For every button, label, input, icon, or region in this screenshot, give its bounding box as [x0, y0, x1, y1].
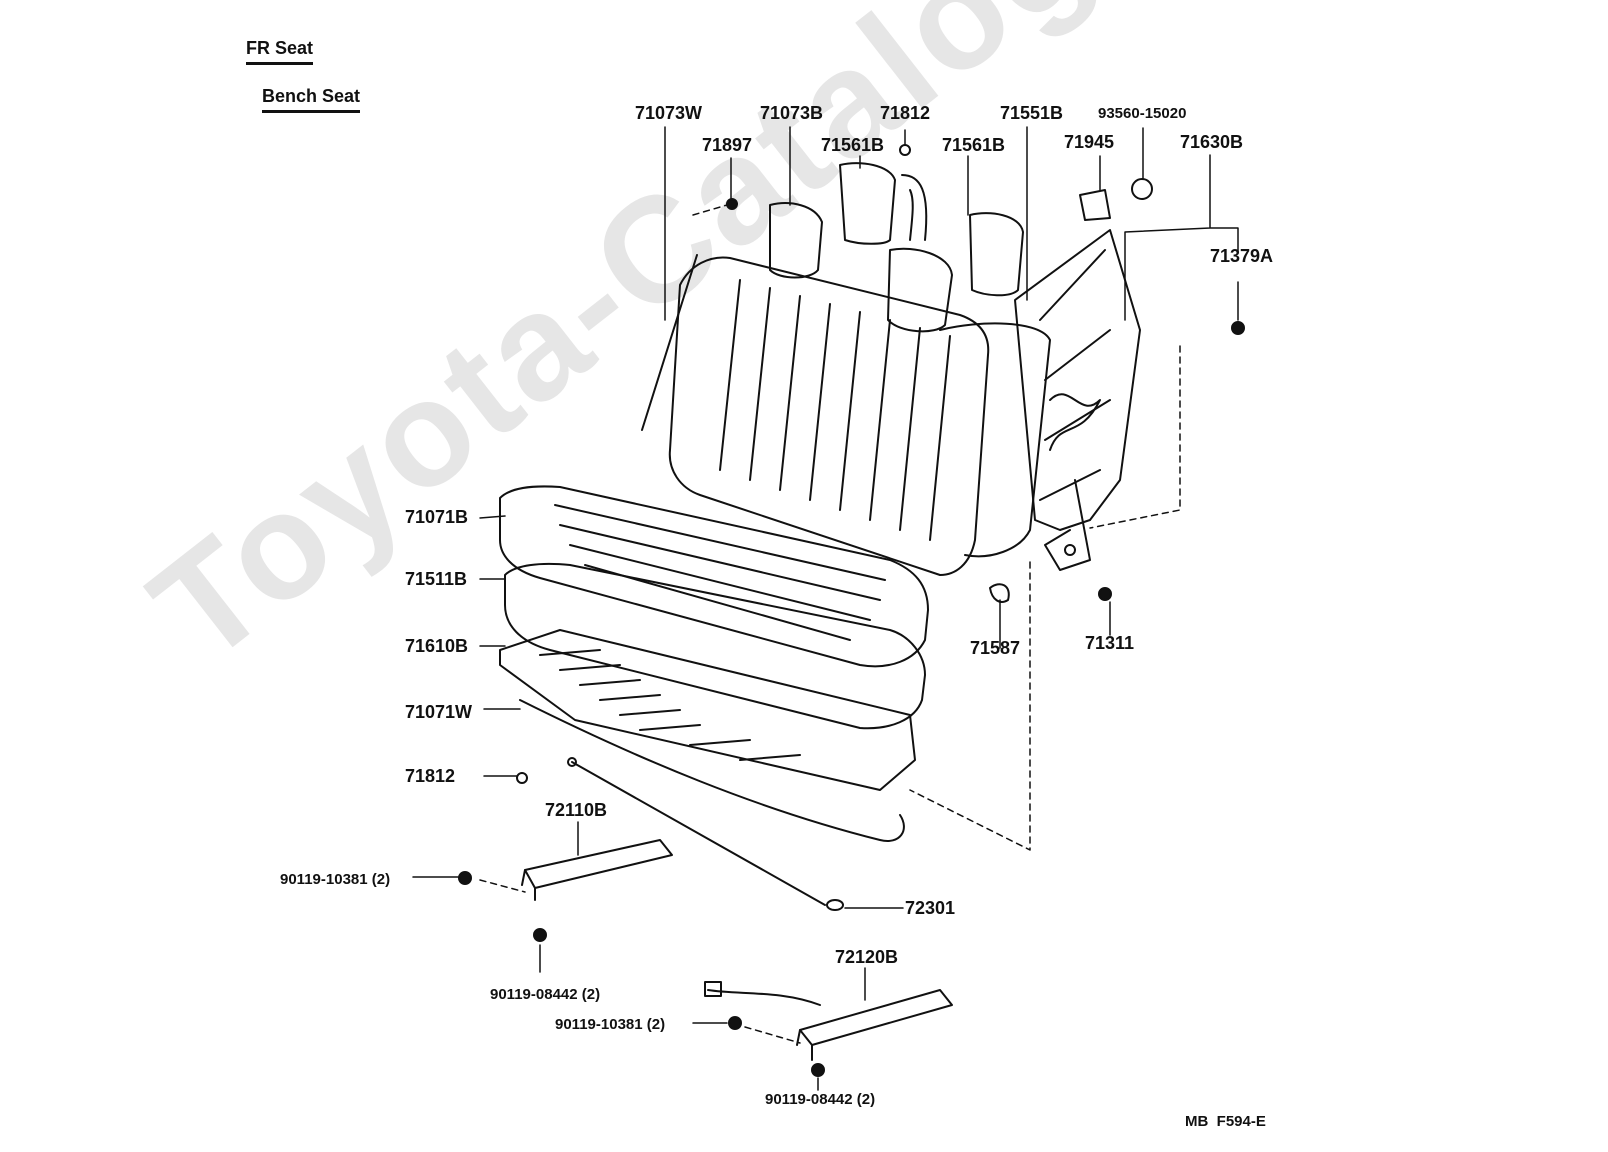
leader-lines — [412, 126, 1239, 1091]
part-label-71073B: 71073B — [760, 103, 824, 123]
part-label-71071W: 71071W — [405, 702, 473, 722]
part-label-90119-10381-b: 90119-10381 (2) — [555, 1016, 666, 1033]
seatback-cushion — [668, 256, 1051, 576]
part-label-71379A: 71379A — [1210, 246, 1274, 266]
seatback-frame — [1014, 229, 1141, 571]
figure-code: MB F594-E — [1185, 1113, 1266, 1130]
headrests — [769, 162, 1024, 333]
part-label-71587: 71587 — [970, 638, 1021, 658]
seat-frame — [499, 629, 916, 842]
part-label-72120B: 72120B — [835, 947, 899, 967]
part-label-93560-15020: 93560-15020 — [1098, 105, 1187, 122]
section-heading: FR Seat — [246, 38, 314, 65]
part-label-71812-bottom: 71812 — [405, 766, 456, 786]
part-label-71610B: 71610B — [405, 636, 469, 656]
part-label-71812-top: 71812 — [880, 103, 931, 123]
part-label-71561B-right: 71561B — [942, 135, 1006, 155]
clips — [516, 144, 1153, 784]
part-label-71073W: 71073W — [635, 103, 703, 123]
part-label-90119-10381-a: 90119-10381 (2) — [280, 871, 391, 888]
subsection-heading: Bench Seat — [262, 86, 361, 113]
fasteners — [458, 198, 1245, 1077]
part-label-72301: 72301 — [905, 898, 956, 918]
assembly-lines — [479, 204, 1181, 1044]
part-label-71071B: 71071B — [405, 507, 469, 527]
part-label-90119-08442-b: 90119-08442 (2) — [765, 1091, 876, 1108]
part-label-71511B: 71511B — [405, 569, 468, 589]
seat-cushion-cover — [499, 485, 929, 668]
part-label-71311: 71311 — [1085, 633, 1135, 653]
seat-adjusters — [521, 839, 953, 1061]
wires — [567, 254, 844, 911]
part-label-71630B: 71630B — [1180, 132, 1244, 152]
part-label-90119-08442-a: 90119-08442 (2) — [490, 986, 601, 1003]
seat-cushion-pad — [504, 562, 926, 730]
part-label-71551B: 71551B — [1000, 103, 1064, 123]
part-label-71945: 71945 — [1064, 132, 1115, 152]
part-label-72110B: 72110B — [545, 800, 608, 820]
part-label-71561B-left: 71561B — [821, 135, 885, 155]
part-label-71897: 71897 — [702, 135, 753, 155]
